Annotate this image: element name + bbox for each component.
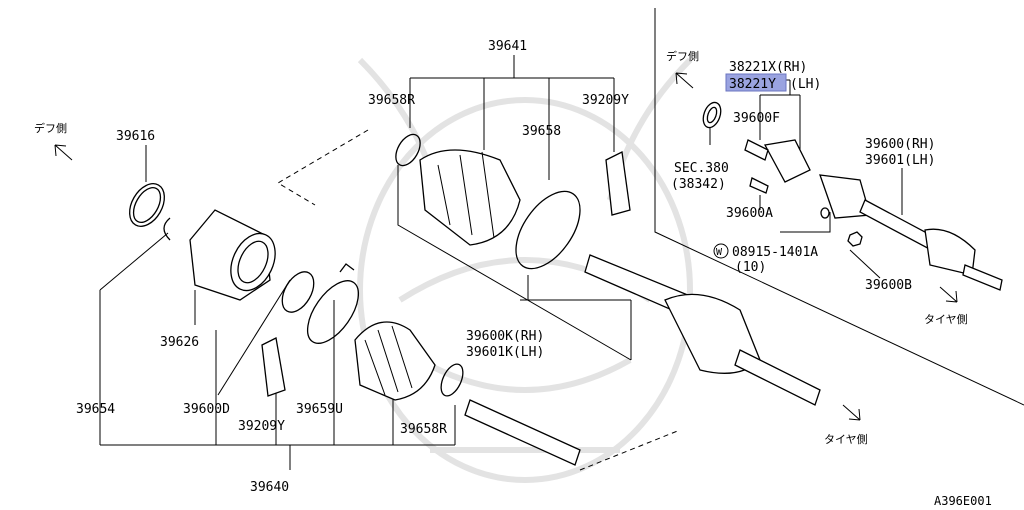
grease-tube-39209Y-lower [261, 337, 286, 397]
shaft-lower [464, 399, 581, 466]
boot-lower [354, 321, 436, 401]
label-39626: 39626 [160, 335, 199, 350]
shaft-assembly-39600 [819, 174, 1003, 291]
label-39641: 39641 [488, 39, 527, 54]
outer-housing-39626 [189, 209, 276, 301]
arrow-tire-right-icon [939, 286, 958, 303]
arrow-diff-right-icon [675, 72, 694, 89]
washer-prefix: W [716, 247, 723, 258]
label-39601k-lh: 39601K(LH) [466, 345, 544, 360]
label-39654: 39654 [76, 402, 115, 417]
circlip [163, 217, 171, 241]
label-qty-10: (10) [735, 260, 766, 275]
label-diff-side-right: デフ側 [666, 49, 699, 63]
label-39600b: 39600B [865, 278, 912, 293]
label-08915-1401a: 08915-1401A [732, 245, 818, 260]
label-39601-lh: 39601(LH) [865, 153, 935, 168]
label-38221y: 38221Y [729, 77, 776, 92]
bolt-39600A [749, 177, 769, 194]
drive-shaft-center [584, 254, 821, 406]
band-39658R-lower [440, 363, 464, 397]
label-tire-side-center: タイヤ側 [824, 433, 868, 446]
band-39658R-upper [395, 133, 421, 167]
label-38221x-rh: 38221X(RH) [729, 60, 807, 75]
label-38342: (38342) [671, 177, 726, 192]
label-39209y-top: 39209Y [582, 93, 629, 108]
label-39616: 39616 [116, 129, 155, 144]
label-38221y-lh: (LH) [790, 77, 821, 92]
label-39640: 39640 [250, 480, 289, 495]
grease-tube-39209Y-upper [605, 151, 631, 216]
doc-code: A396E001 [934, 494, 992, 508]
highlight-box [725, 73, 787, 92]
flange-38221 [744, 139, 811, 183]
seal-38342 [702, 101, 722, 129]
label-39600a: 39600A [726, 206, 773, 221]
boot-band-39659U [306, 263, 360, 344]
label-39600f: 39600F [733, 111, 780, 126]
label-sec380: SEC.380 [674, 161, 729, 176]
washer-08915 [820, 207, 830, 219]
label-39658: 39658 [522, 124, 561, 139]
nut-39600B [847, 231, 863, 247]
snap-ring-39616 [129, 183, 165, 227]
band-39658 [515, 190, 581, 270]
washer-symbol-icon [713, 243, 729, 259]
label-39600-rh: 39600(RH) [865, 137, 935, 152]
label-tire-side-right: タイヤ側 [924, 313, 968, 326]
label-39658r-top: 39658R [368, 93, 415, 108]
label-39600d: 39600D [183, 402, 230, 417]
label-39600k-rh: 39600K(RH) [466, 329, 544, 344]
label-diff-side-left: デフ側 [34, 121, 67, 135]
label-39659u: 39659U [296, 402, 343, 417]
label-39658r-bottom: 39658R [400, 422, 447, 437]
arrow-tire-center-icon [842, 404, 861, 421]
boot-upper [419, 149, 521, 246]
label-39209y-bottom: 39209Y [238, 419, 285, 434]
arrow-diff-left-icon [54, 144, 73, 161]
ring-39600D [281, 271, 315, 313]
